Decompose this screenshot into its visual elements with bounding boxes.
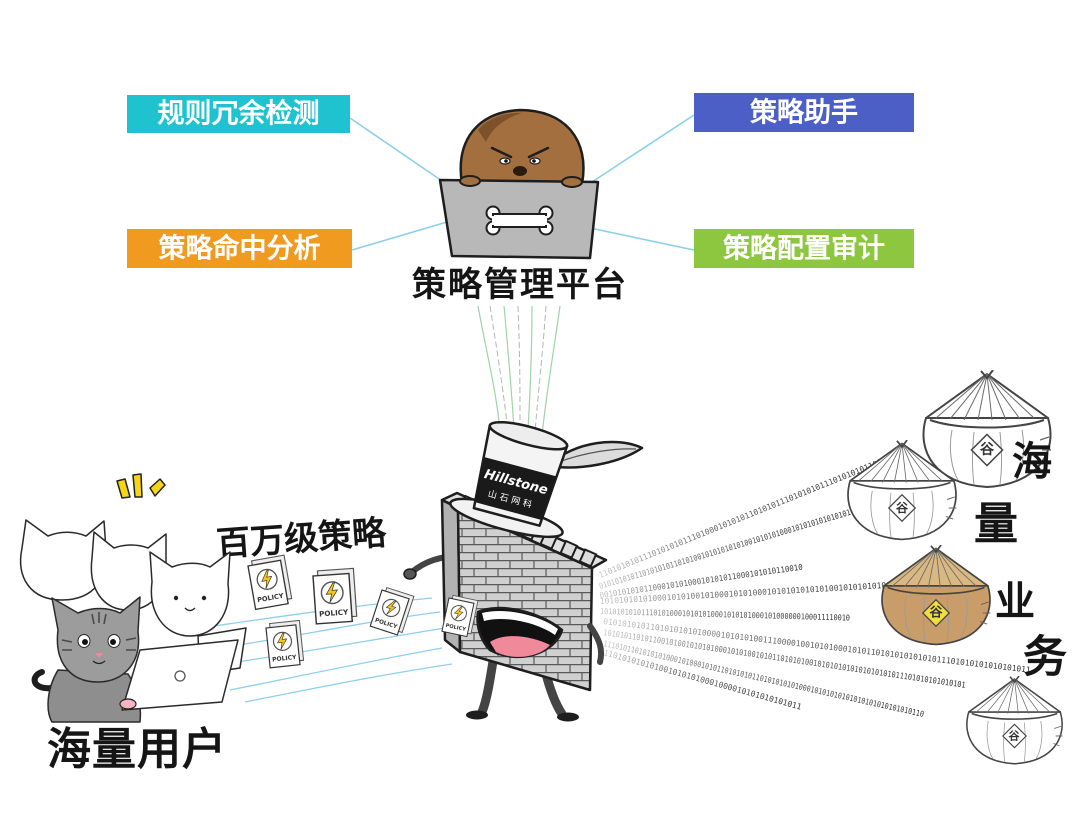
policy-label: POLICY	[272, 654, 298, 664]
grain-sack	[966, 676, 1064, 765]
sack-label: 谷	[896, 500, 909, 515]
dog-brow	[490, 146, 550, 159]
massive-business-char: 务	[1023, 632, 1067, 683]
cat-nose	[95, 653, 103, 658]
hat-visor	[546, 440, 644, 469]
box-rule-redundancy: 规则冗余检测	[127, 95, 350, 133]
user-traffic-streaks	[199, 597, 453, 703]
hat-top	[488, 421, 569, 451]
gray-cat-head	[51, 596, 141, 683]
hillstone-hat: Hillstone 山石网科	[449, 421, 569, 539]
box-background	[127, 229, 352, 268]
policy-document: POLICY	[265, 619, 305, 669]
streak	[541, 305, 561, 437]
firewall-leg	[477, 650, 499, 717]
streak	[229, 647, 443, 691]
platform-label: 策略管理平台	[412, 265, 628, 305]
box-policy-assistant: 策略助手	[694, 93, 914, 132]
connector-line	[351, 221, 448, 251]
white-cat-head	[149, 551, 231, 637]
box-background	[694, 229, 914, 268]
connector-line	[589, 227, 695, 251]
dog-pupil	[504, 159, 508, 163]
box-label: 策略命中分析	[159, 233, 321, 265]
box-background	[127, 95, 350, 133]
policy-documents: POLICY POLICY POLICY POLICY	[247, 554, 479, 669]
policy-document: POLICY	[441, 594, 479, 638]
box-policy-hit-analysis: 策略命中分析	[127, 229, 352, 268]
hat-band	[474, 457, 556, 521]
grain-sack-highlighted	[881, 545, 992, 646]
sack-label: 谷	[1009, 729, 1021, 743]
firewall-hand	[403, 568, 417, 580]
massive-business-char: 量	[974, 499, 1018, 550]
cat-eye	[173, 595, 179, 601]
dog-paw	[459, 175, 481, 187]
million-policies-label: 百万级策略	[215, 513, 388, 565]
connector-lines	[349, 114, 695, 251]
tongue	[490, 636, 550, 657]
cat-users	[20, 519, 247, 723]
dog-head-shade	[478, 112, 522, 142]
streak	[244, 663, 453, 703]
policy-document: POLICY	[312, 567, 358, 625]
connector-line	[591, 114, 695, 183]
streak	[517, 305, 521, 429]
box-policy-config-audit: 策略配置审计	[694, 229, 914, 268]
firewall-mouth	[476, 606, 564, 659]
streak	[477, 305, 501, 431]
streak	[489, 305, 509, 433]
firewall-character: Hillstone 山石网科	[403, 421, 644, 722]
box-label: 策略助手	[750, 97, 858, 129]
connector-line	[349, 117, 446, 184]
massive-business-char: 海	[1012, 439, 1052, 485]
cat-paw	[119, 698, 137, 710]
laptop	[121, 639, 239, 711]
streak	[503, 305, 515, 431]
grain-sacks: 谷 谷 谷 谷	[847, 370, 1064, 765]
cat-mouth	[184, 607, 196, 612]
bone-icon	[485, 205, 554, 236]
cat-pupil	[110, 639, 116, 645]
upper-teeth	[482, 610, 558, 635]
policy-push-streaks	[477, 305, 561, 437]
streak	[534, 305, 547, 433]
massive-users-label: 海量用户	[47, 724, 227, 775]
policy-label: POLICY	[319, 607, 349, 618]
laptop-logo	[174, 670, 186, 682]
box-label: 策略配置审计	[723, 233, 885, 265]
cat-pupil	[82, 639, 88, 645]
cat-tail	[31, 669, 55, 692]
dog-nose	[513, 166, 527, 176]
policy-document: POLICY	[247, 554, 293, 611]
box-background	[694, 93, 914, 132]
streak	[527, 305, 533, 431]
firewall-arm	[587, 623, 605, 665]
box-label: 规则冗余检测	[158, 98, 320, 130]
firewall-foot	[557, 712, 579, 722]
sack-label: 谷	[929, 605, 943, 621]
sack-label: 谷	[980, 442, 995, 458]
policy-document: POLICY	[369, 586, 415, 636]
dog-pupil	[532, 159, 536, 163]
cat-eye	[201, 595, 207, 601]
gray-cat	[31, 596, 239, 723]
dog-with-laptop	[438, 108, 600, 260]
exclamation-marks	[116, 473, 166, 499]
cat-mouth	[92, 660, 106, 665]
policy-label: POLICY	[445, 623, 467, 633]
streak	[214, 627, 446, 666]
dog-paw	[561, 176, 583, 188]
massive-business-char: 业	[995, 579, 1035, 625]
hat-visor-line	[555, 448, 637, 464]
firewall-foot	[466, 710, 488, 720]
cat-stripes	[61, 612, 137, 651]
